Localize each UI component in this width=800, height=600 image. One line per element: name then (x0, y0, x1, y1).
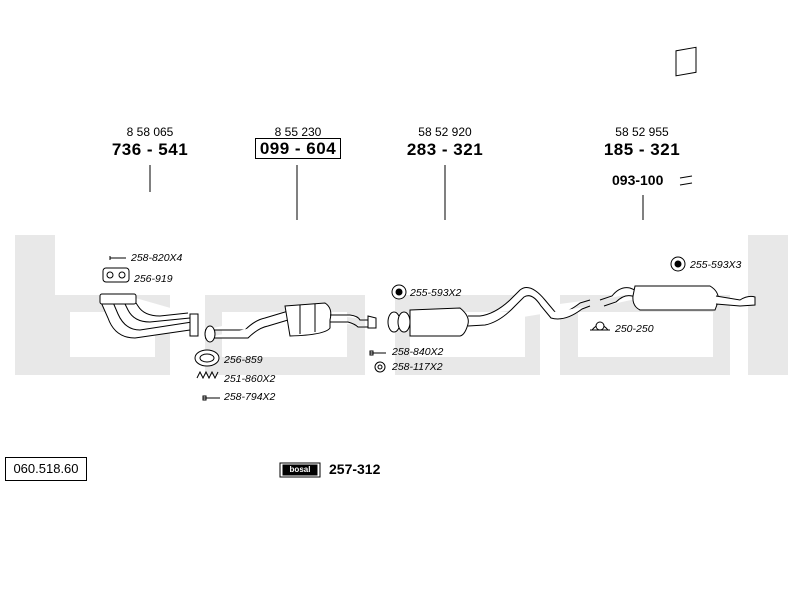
ref-number-3: 58 52 920 (418, 125, 472, 139)
ref-number-4: 58 52 955 (615, 125, 669, 139)
catalog-number: 060.518.60 (5, 457, 87, 481)
part-label-258-840[interactable]: 258-840X2 (392, 346, 444, 358)
kit-badge (279, 462, 321, 478)
ring-gasket-icon (194, 349, 220, 367)
ref-number-1: 8 58 065 (126, 125, 174, 139)
front-pipe (99, 293, 199, 339)
part-label-258-117[interactable]: 258-117X2 (392, 361, 443, 373)
part-label-258-794[interactable]: 258-794X2 (224, 391, 276, 403)
part-number-1[interactable]: 736 - 541 (111, 140, 189, 159)
part-number-2-box: 099 - 604 (254, 138, 342, 159)
bracket-icon (675, 46, 697, 186)
bolt-icon (202, 395, 220, 401)
rubber-mount-icon-2 (670, 256, 686, 272)
part-label-251-860[interactable]: 251-860X2 (224, 373, 276, 385)
part-label-250-250[interactable]: 250-250 (615, 323, 654, 335)
stud-icon-1 (109, 256, 126, 260)
part-label-255-593x3[interactable]: 255-593X3 (690, 259, 742, 271)
kit-number[interactable]: 257-312 (329, 461, 381, 477)
rubber-mount-icon-1 (391, 284, 407, 300)
spring-icon (196, 370, 219, 380)
part-label-256-919[interactable]: 256-919 (134, 273, 173, 285)
part-number-2[interactable]: 099 - 604 (238, 138, 358, 159)
gasket-icon-left (102, 267, 130, 283)
kit-brand: bosal (289, 465, 311, 474)
bolt-icon-2 (369, 350, 386, 356)
catalytic-converter (204, 302, 377, 343)
clamp-icon (590, 321, 610, 331)
part-number-4[interactable]: 185 - 321 (603, 140, 681, 159)
ref-number-2: 8 55 230 (274, 125, 322, 139)
rear-silencer (599, 285, 756, 311)
part-label-256-859[interactable]: 256-859 (224, 354, 263, 366)
middle-silencer (387, 287, 591, 337)
part-label-258-820[interactable]: 258-820X4 (131, 252, 183, 264)
part-label-255-593x2[interactable]: 255-593X2 (410, 287, 462, 299)
part-number-3[interactable]: 283 - 321 (406, 140, 484, 159)
ring-icon (374, 361, 386, 373)
bracket-part-number[interactable]: 093-100 (612, 172, 664, 188)
